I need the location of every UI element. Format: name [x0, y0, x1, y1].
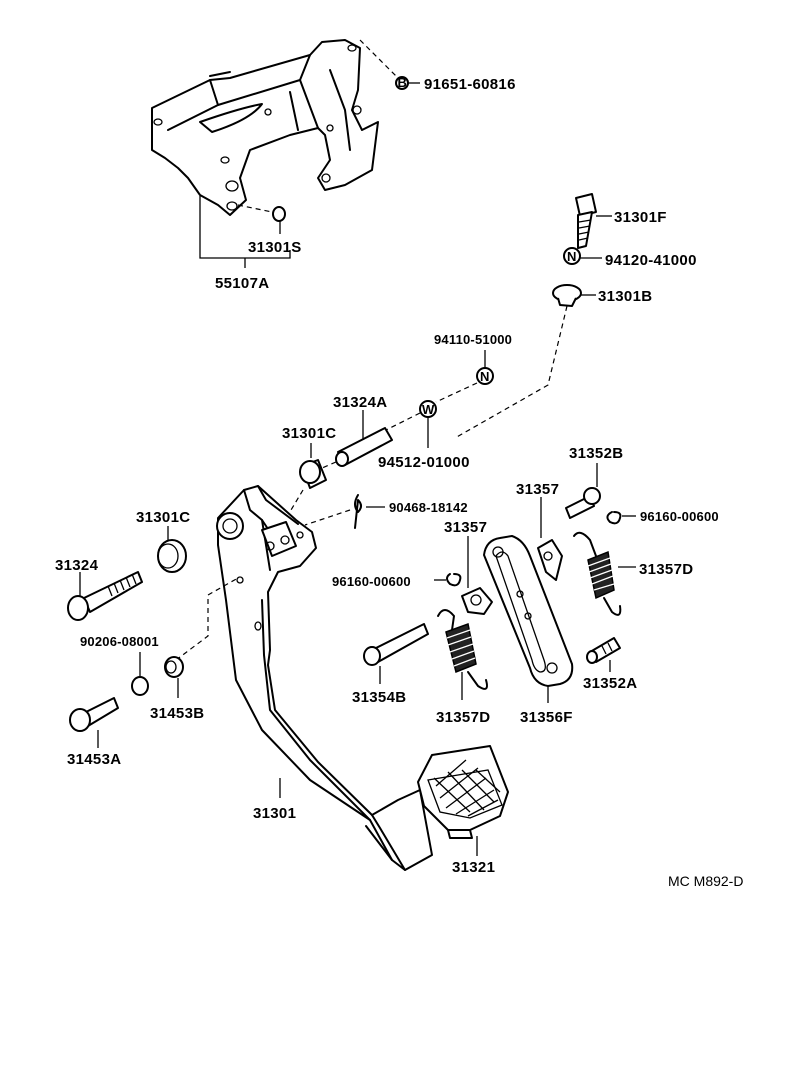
- label-31301c-upper: 31301C: [282, 425, 336, 442]
- svg-text:B: B: [398, 75, 408, 90]
- label-31352a: 31352A: [583, 675, 637, 692]
- svg-text:N: N: [480, 369, 490, 384]
- label-31301: 31301: [253, 805, 296, 822]
- clutch-pedal-lever-31301: [216, 485, 433, 871]
- bolt-31352b: [565, 487, 601, 519]
- label-55107a: 55107A: [215, 275, 269, 292]
- bolt-31453a: [69, 697, 119, 732]
- cushion-31301b: [552, 284, 582, 307]
- label-94120-41000: 94120-41000: [605, 252, 697, 269]
- label-90206-08001: 90206-08001: [80, 634, 159, 649]
- clip-90468-18142: [354, 494, 362, 529]
- label-31357d-right: 31357D: [639, 561, 693, 578]
- label-31356f: 31356F: [520, 709, 573, 726]
- bolt-31324: [67, 571, 143, 621]
- label-31301c-left: 31301C: [136, 509, 190, 526]
- label-31354b: 31354B: [352, 689, 406, 706]
- pin-31352a: [586, 637, 621, 664]
- clip-96160-00600-middle: [446, 573, 462, 587]
- label-31301b: 31301B: [598, 288, 652, 305]
- label-31357-upper: 31357: [516, 481, 559, 498]
- svg-text:W: W: [422, 402, 435, 417]
- svg-text:N: N: [567, 249, 577, 264]
- label-31352b: 31352B: [569, 445, 623, 462]
- label-31453a: 31453A: [67, 751, 121, 768]
- pin-31354b: [363, 623, 429, 666]
- slotted-plate-31356f: [483, 535, 574, 687]
- label-31357d-middle: 31357D: [436, 709, 490, 726]
- stop-bolt-31301f: [575, 193, 597, 249]
- label-91651-60816: 91651-60816: [424, 76, 516, 93]
- spring-31357d-middle: [437, 609, 488, 690]
- label-31324a: 31324A: [333, 394, 387, 411]
- label-96160-00600-right: 96160-00600: [640, 509, 719, 524]
- label-31357-lower: 31357: [444, 519, 487, 536]
- label-90468-18142: 90468-18142: [389, 500, 468, 515]
- pedal-pad-31321: [417, 745, 509, 839]
- label-31301s: 31301S: [248, 239, 302, 256]
- diagram-code: MC M892-D: [668, 873, 743, 889]
- washer-90206-08001: [131, 676, 149, 696]
- nut-31301s: [272, 206, 286, 222]
- bushing-31453b: [164, 656, 184, 678]
- label-94512-01000: 94512-01000: [378, 454, 470, 471]
- shaft-31324a: [335, 427, 393, 467]
- pedal-bracket: [151, 39, 379, 216]
- label-31321: 31321: [452, 859, 495, 876]
- bushing-31301c-upper: [299, 459, 327, 489]
- label-31453b: 31453B: [150, 705, 204, 722]
- spring-31357d-right: [573, 531, 622, 616]
- clevis-31357-lower: [461, 587, 493, 615]
- clip-96160-00600-right: [606, 511, 622, 525]
- label-31324: 31324: [55, 557, 99, 574]
- label-94110-51000: 94110-51000: [434, 332, 512, 347]
- nut-94120-41000-icon: [563, 247, 581, 265]
- nut-94110-51000-icon: [476, 367, 494, 385]
- label-31301f: 31301F: [614, 209, 667, 226]
- bushing-31301c-left: [157, 539, 187, 573]
- clevis-31357-upper: [537, 539, 563, 581]
- label-96160-00600-middle: 96160-00600: [332, 574, 411, 589]
